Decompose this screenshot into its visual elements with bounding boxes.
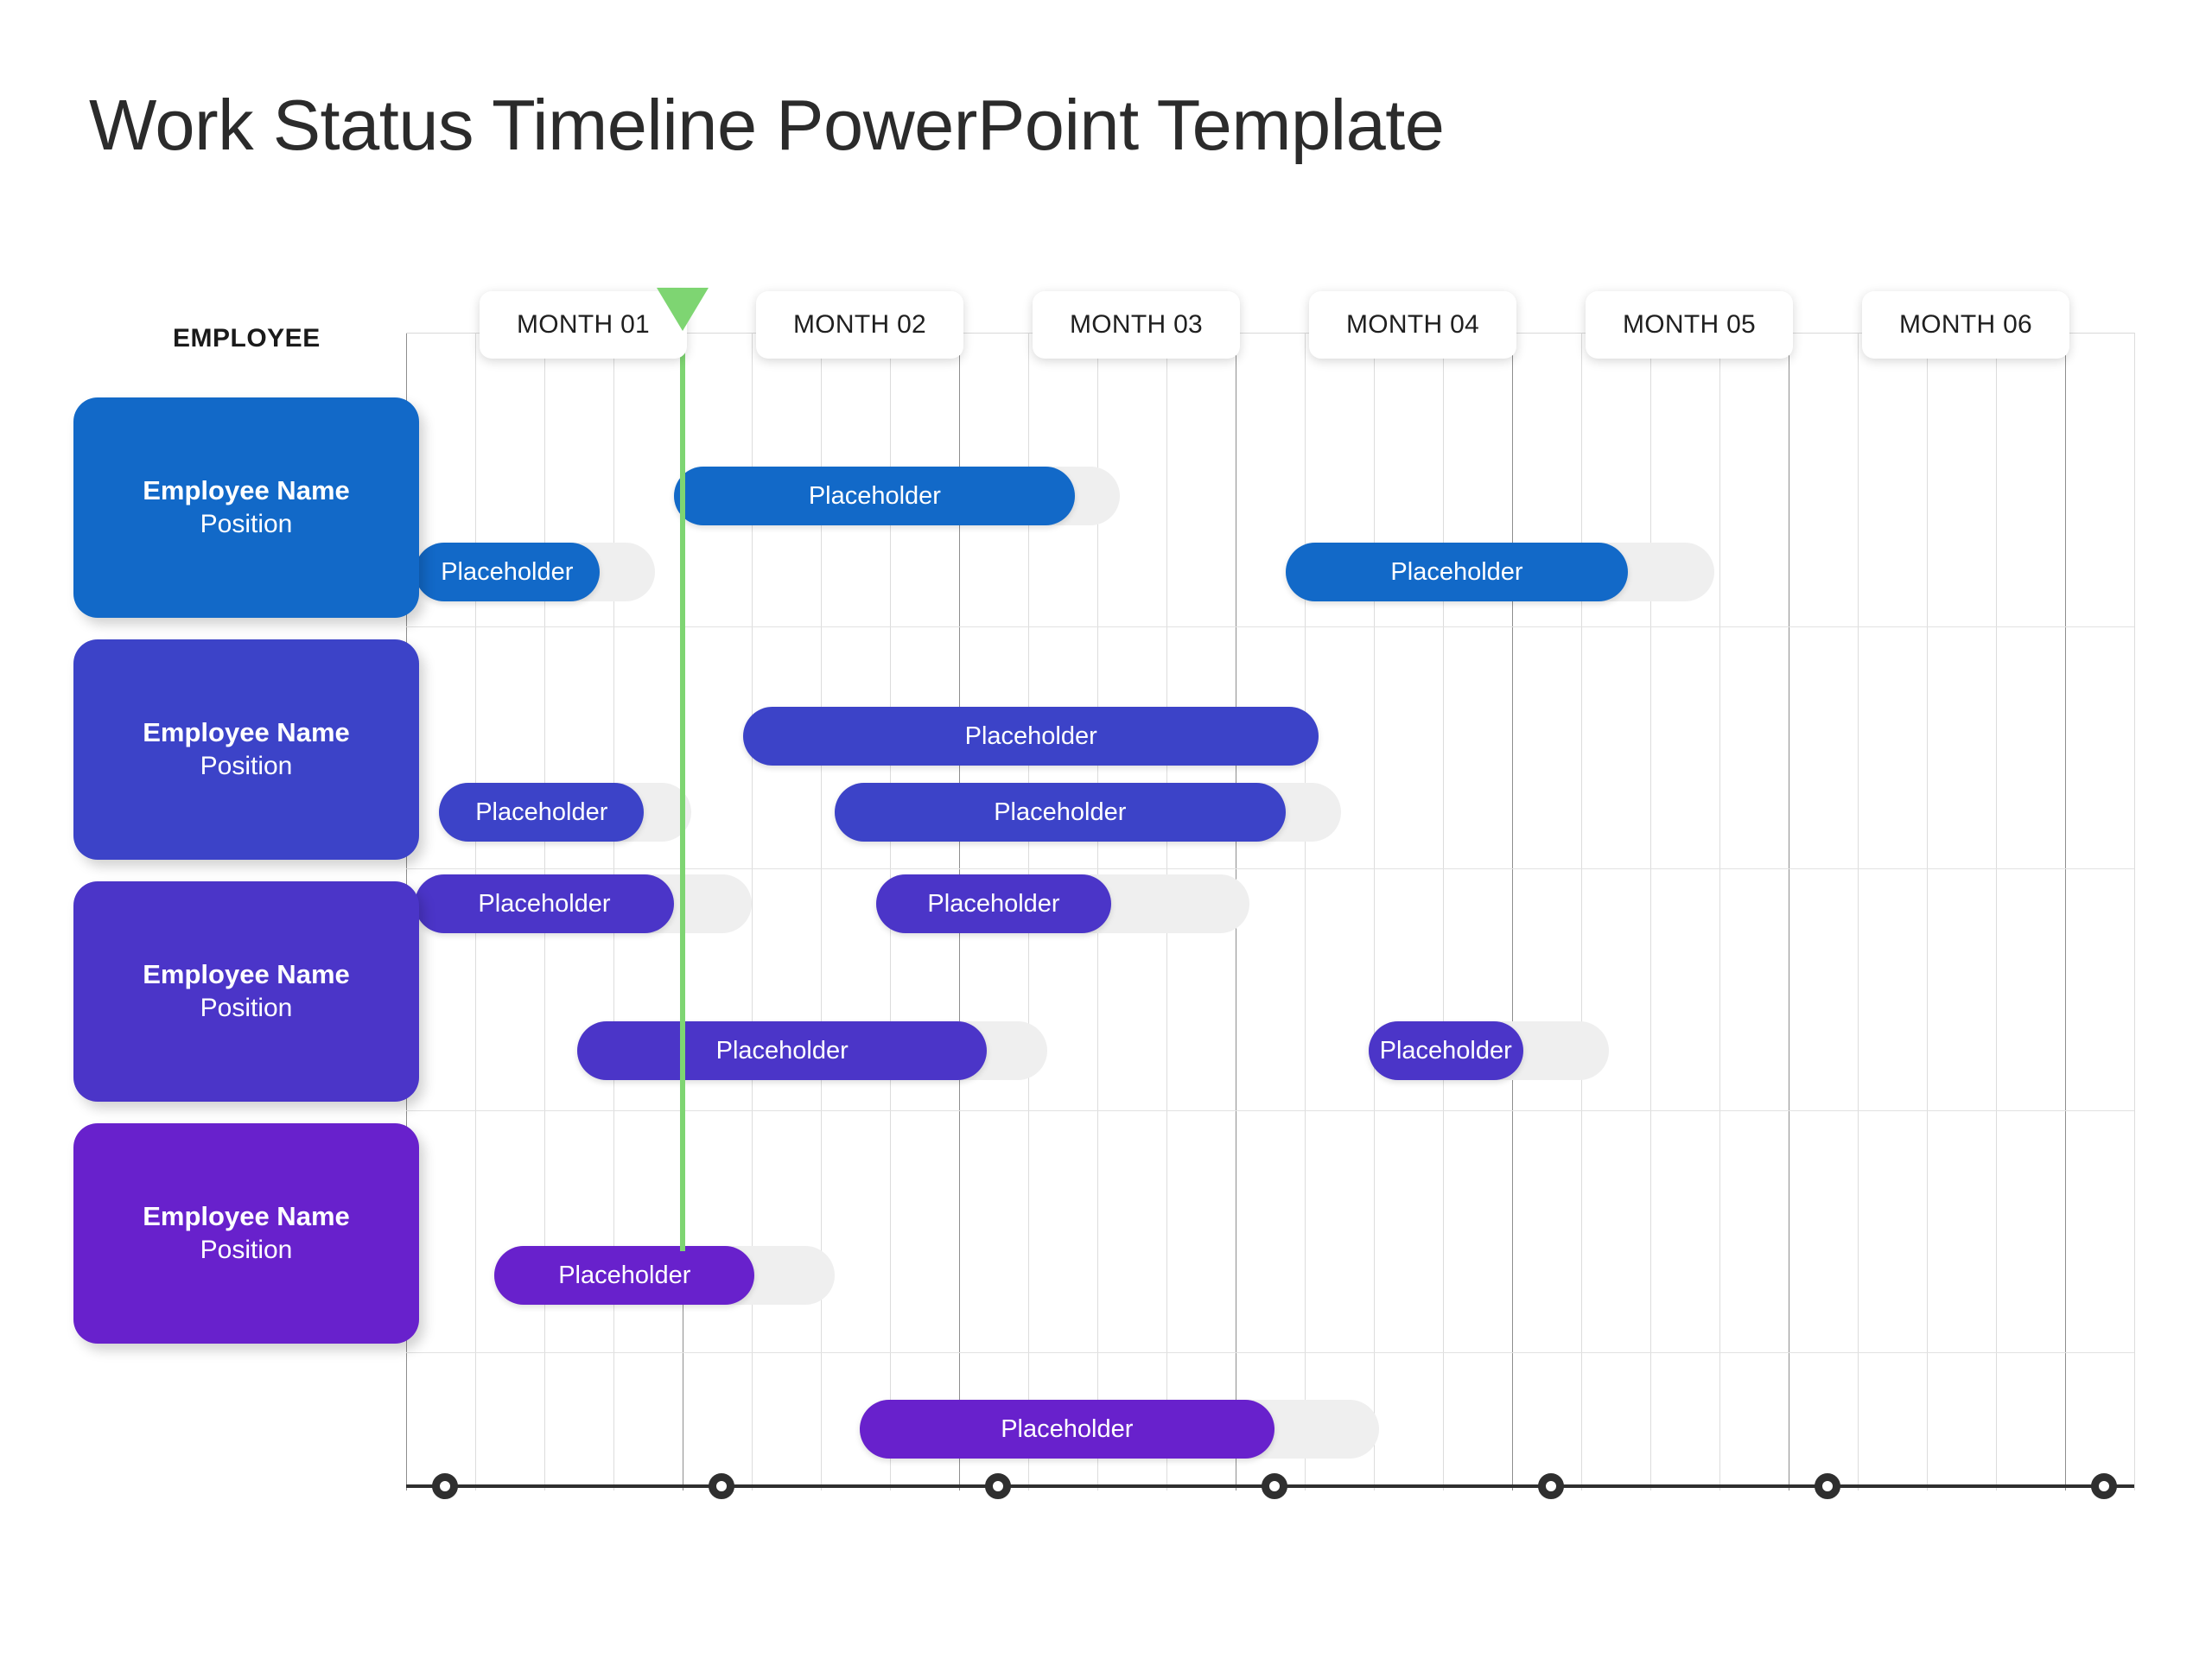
row-separator [406, 1110, 2134, 1111]
axis-tick-dot-2 [709, 1473, 734, 1499]
month-header-chip-6[interactable]: MONTH 06 [1862, 291, 2069, 359]
task-bar[interactable]: Placeholder [494, 1246, 755, 1305]
month-header-chip-2[interactable]: MONTH 02 [756, 291, 963, 359]
employee-position: Position [200, 994, 293, 1023]
today-marker-line [680, 331, 685, 1251]
page-title: Work Status Timeline PowerPoint Template [89, 85, 1445, 165]
header-rule [406, 333, 2134, 334]
employee-name: Employee Name [143, 475, 350, 506]
gridline-minor [1858, 333, 1859, 1491]
month-header-chip-4[interactable]: MONTH 04 [1309, 291, 1516, 359]
gridline-minor [1443, 333, 1444, 1491]
task-bar[interactable]: Placeholder [876, 874, 1111, 933]
month-header-chip-1[interactable]: MONTH 01 [480, 291, 687, 359]
axis-tick-dot-4 [1262, 1473, 1287, 1499]
task-bar[interactable]: Placeholder [674, 467, 1076, 525]
task-bar[interactable]: Placeholder [743, 707, 1319, 766]
employee-position: Position [200, 510, 293, 539]
gridline-minor [752, 333, 753, 1491]
axis-tick-dot-1 [432, 1473, 458, 1499]
gridline-month [1512, 333, 1513, 1491]
row-separator [406, 626, 2134, 627]
employee-position: Position [200, 752, 293, 781]
axis-tick-dot-6 [1815, 1473, 1840, 1499]
row-separator [406, 868, 2134, 869]
gridline-minor [1374, 333, 1375, 1491]
month-header-chip-3[interactable]: MONTH 03 [1033, 291, 1240, 359]
row-separator [406, 1352, 2134, 1353]
employee-column-header: EMPLOYEE [173, 324, 321, 353]
axis-tick-dot-5 [1538, 1473, 1564, 1499]
today-marker-triangle-icon [657, 288, 709, 331]
task-bar[interactable]: Placeholder [577, 1021, 987, 1080]
task-bar[interactable]: Placeholder [439, 783, 645, 842]
gridline-minor [1650, 333, 1651, 1491]
gridline-minor [1996, 333, 1997, 1491]
employee-name: Employee Name [143, 1201, 350, 1232]
gridline-month [2065, 333, 2066, 1491]
gridline-minor [1927, 333, 1928, 1491]
gridline-minor [1719, 333, 1720, 1491]
gridline-minor [1305, 333, 1306, 1491]
task-bar[interactable]: Placeholder [414, 543, 600, 601]
axis-tick-dot-3 [985, 1473, 1011, 1499]
axis-tick-dot-7 [2091, 1473, 2117, 1499]
employee-name: Employee Name [143, 959, 350, 990]
task-bar[interactable]: Placeholder [1368, 1021, 1523, 1080]
gridline-minor [1581, 333, 1582, 1491]
task-bar[interactable]: Placeholder [414, 874, 675, 933]
task-bar[interactable]: Placeholder [835, 783, 1286, 842]
employee-name: Employee Name [143, 717, 350, 748]
employee-position: Position [200, 1236, 293, 1265]
month-header-chip-5[interactable]: MONTH 05 [1586, 291, 1793, 359]
task-bar[interactable]: Placeholder [859, 1400, 1274, 1459]
gridline-minor [2134, 333, 2135, 1491]
gridline-minor [821, 333, 822, 1491]
task-bar[interactable]: Placeholder [1285, 543, 1629, 601]
